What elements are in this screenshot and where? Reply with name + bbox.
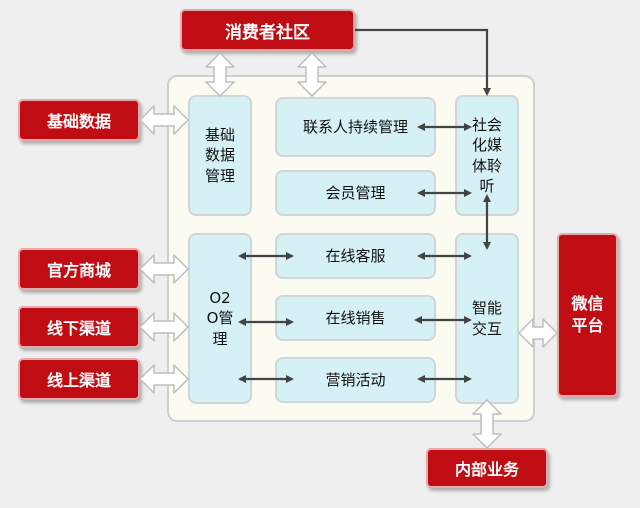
o2o-mgmt-label: O2O管理: [206, 289, 234, 348]
basic-data-node: 基础数据: [18, 99, 140, 141]
wechat-link-arrow: [518, 318, 558, 348]
offline-channel-link-arrow: [139, 312, 189, 342]
basic-data-link-arrow: [139, 105, 189, 135]
basic-data-mgmt-node: 基础数据管理: [188, 95, 252, 216]
internal-business-node: 内部业务: [426, 448, 548, 488]
official-mall-node: 官方商城: [18, 248, 140, 290]
community-to-contact-mgmt-arrow: [297, 52, 327, 97]
community-to-basic-data-mgmt-arrow: [205, 52, 235, 97]
online-channel-node: 线上渠道: [18, 358, 140, 400]
contact-mgmt-node: 联系人持续管理: [275, 97, 436, 157]
basic-data-mgmt-label: 基础数据管理: [204, 126, 235, 185]
smart-interaction-label: 智能交互: [471, 299, 502, 338]
online-service-node: 在线客服: [275, 233, 436, 279]
marketing-node: 营销活动: [275, 357, 436, 403]
wechat-platform-node: 微信平台: [557, 233, 618, 397]
internal-business-link-arrow: [472, 399, 502, 449]
official-mall-link-arrow: [139, 254, 189, 284]
offline-channel-node: 线下渠道: [18, 306, 140, 348]
online-sales-node: 在线销售: [275, 295, 436, 341]
consumer-community-node: 消费者社区: [180, 9, 355, 51]
member-mgmt-node: 会员管理: [275, 170, 436, 216]
wechat-platform-label: 微信平台: [571, 294, 604, 335]
community-to-social-listening-arrow: [355, 28, 491, 96]
social-listening-label: 社会化媒体聆听: [471, 116, 502, 195]
online-channel-link-arrow: [139, 364, 189, 394]
